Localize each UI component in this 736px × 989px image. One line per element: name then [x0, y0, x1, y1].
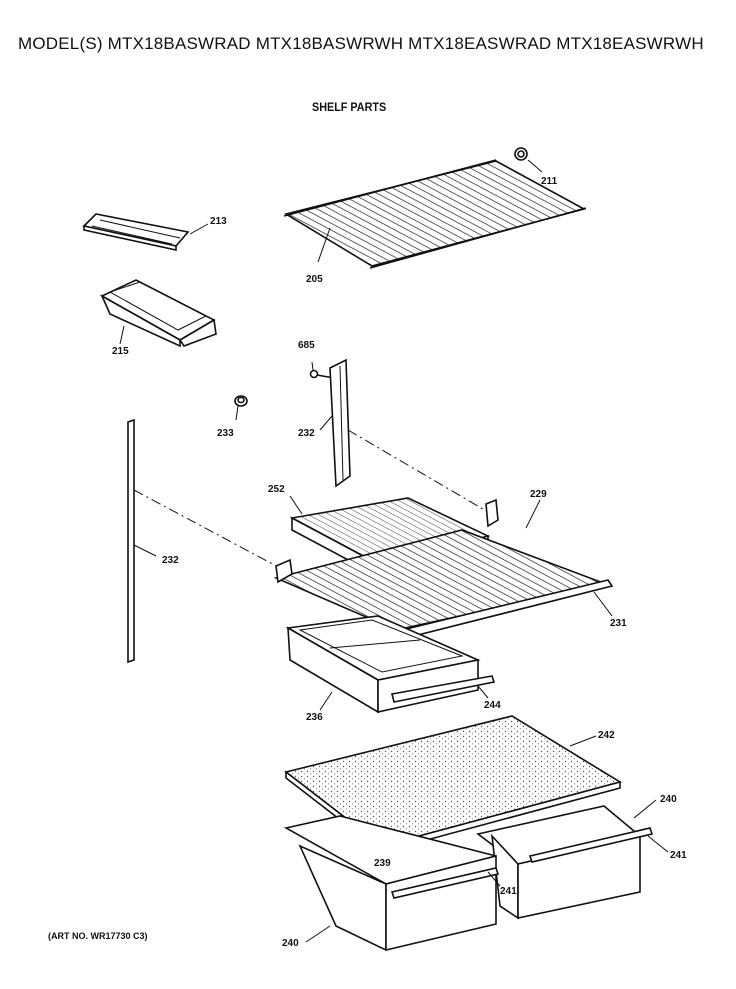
part-240-pan-left — [283, 815, 497, 952]
callout-240-left: 240 — [282, 938, 299, 949]
callout-240-right: 240 — [660, 794, 677, 805]
callout-213: 213 — [210, 216, 227, 227]
callout-231: 231 — [610, 618, 627, 629]
callout-685: 685 — [298, 340, 315, 351]
callout-252: 252 — [268, 484, 285, 495]
callout-labels: 211 213 205 215 685 233 232 232 252 229 … — [112, 176, 687, 949]
part-232-rail-left — [127, 418, 157, 664]
alignment-lines — [133, 429, 489, 569]
part-241-handle-left — [390, 867, 501, 899]
callout-229: 229 — [530, 489, 547, 500]
part-213-tray — [82, 213, 209, 251]
callout-241-left: 241 — [500, 886, 517, 897]
part-241-handle-right — [528, 827, 669, 863]
part-233-cap — [234, 395, 248, 421]
part-211-shelf-stop — [514, 147, 543, 173]
part-244-handle — [391, 675, 496, 703]
section-heading: SHELF PARTS — [312, 100, 387, 114]
callout-205: 205 — [306, 274, 323, 285]
callout-239: 239 — [374, 858, 391, 869]
callout-232-right: 232 — [298, 428, 315, 439]
callout-241-right: 241 — [670, 850, 687, 861]
callout-233: 233 — [217, 428, 234, 439]
callout-242: 242 — [598, 730, 615, 741]
callout-244: 244 — [484, 700, 501, 711]
part-240-pan-right — [476, 799, 657, 920]
callout-232-left: 232 — [162, 555, 179, 566]
part-215-bin — [100, 279, 217, 348]
part-232-rail-right — [319, 358, 351, 488]
part-236-drawer — [285, 615, 481, 714]
callout-215: 215 — [112, 346, 129, 357]
art-number: (ART NO. WR17730 C3) — [48, 931, 148, 941]
callout-236: 236 — [306, 712, 323, 723]
callout-211: 211 — [541, 176, 558, 187]
model-title: MODEL(S) MTX18BASWRAD MTX18BASWRWH MTX18… — [18, 34, 704, 53]
part-205-wire-shelf — [283, 159, 587, 269]
